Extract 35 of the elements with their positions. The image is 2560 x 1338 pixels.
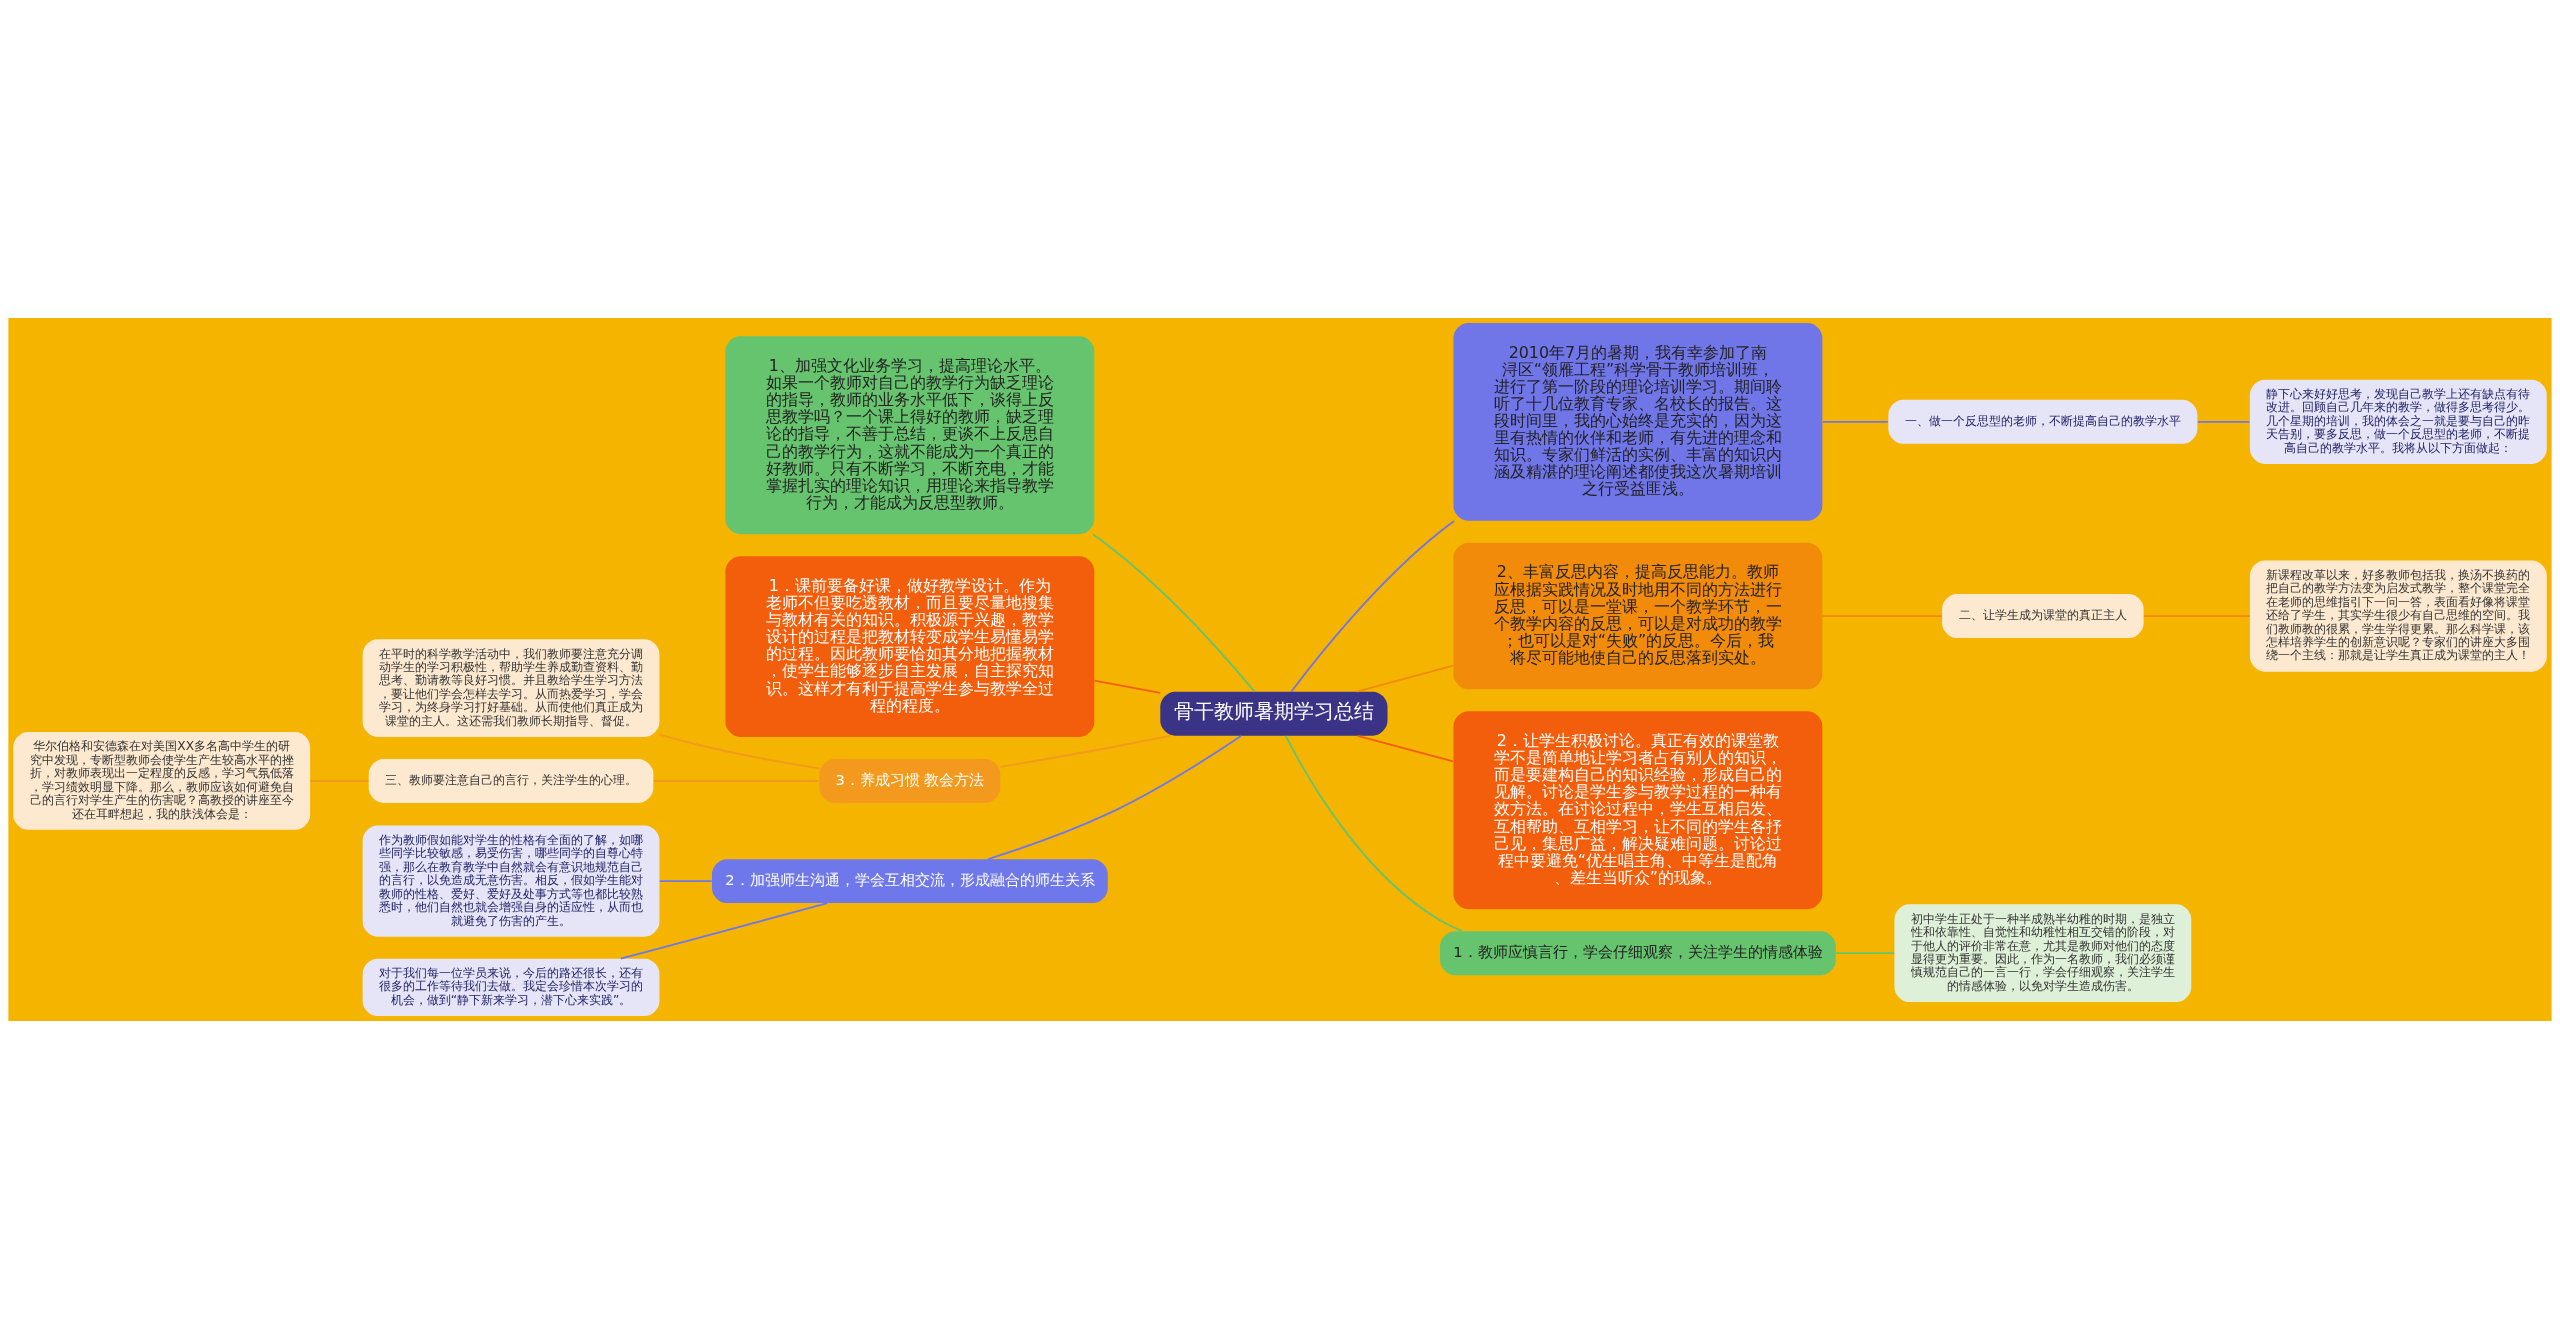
node-box: 静下心来好好思考，发现自己教学上还有缺点有待改进。回顾自己几年来的教学，做得多思考得少。几个星期的培训，我的体会之一就是要与自己的昨天告别，要多反思，做一个反思型的老师，不断提高自己的教学水平。我将从以下方面做起：	[2249, 379, 2547, 464]
node-box: 2．加强师生沟通，学会互相交流，形成融合的师生关系	[712, 858, 1108, 903]
connector	[1835, 951, 1896, 954]
connector	[1821, 614, 1943, 617]
node-box: 三、教师要注意自己的言行，关注学生的心理。	[368, 758, 654, 803]
node-box: 华尔伯格和安德森在对美国XX多名高中学生的研究中发现，专断型教师会使学生产生较高水平的挫折，对教师表现出一定程度的反感，学习气氛低落，学习绩效明显下降。那么，教师应该如何避免自己的言行对学生产生的伤害呢？高教授的讲座至今还在耳畔想起，我的肤浅体会是：	[13, 731, 311, 830]
connector	[987, 734, 1242, 860]
node-box: 3．养成习惯 教会方法	[819, 758, 1001, 803]
connector	[1284, 734, 1463, 932]
node-box: 初中学生正处于一种半成熟半幼稚的时期，是独立性和依靠性、自觉性和幼稚性相互交错的阶段，对于他人的评价非常在意，尤其是教师对他们的态度显得更为重要。因此，作为一名教师，我们必须谨慎规范自己的一言一行，学会仔细观察，关注学生的情感体验，以免对学生造成伤害。	[1894, 903, 2192, 1002]
node-box: 作为教师假如能对学生的性格有全面的了解，如哪些同学比较敏感，易受伤害，哪些同学的自尊心特强，那么在教育教学中自然就会有意识地规范自己的言行，以免造成无意伤害。相反，假如学生能对教师的性格、爱好、爱好及处事方式等也都比较熟悉时，他们自然也就会增强自身的适应性，从而也就避免了伤害的产生。	[362, 825, 660, 937]
node-box: 新课程改革以来，好多教师包括我，换汤不换药的把自己的教学方法变为启发式教学，整个课堂完全在老师的思维指引下一问一答，表面看好像将课堂还给了学生，其实学生很少有自己思维的空间。我们教师教的很累，学生学得更累。那么科学课，该怎样培养学生的创新意识呢？专家们的讲座大多围绕一个主线：那就是让学生真正成为课堂的主人！	[2249, 560, 2547, 672]
connector	[1092, 532, 1256, 692]
connector	[1355, 664, 1455, 693]
node-box: 2．让学生积极讨论。真正有效的课堂教学不是简单地让学习者占有别人的知识，而是要建构自己的知识经验，形成自己的见解。讨论是学生参与教学过程的一种有效方法。在讨论过程中，学生互相启发、互相帮助、互相学习，让不同的学生各抒己见，集思广益，解决疑难问题。讨论过程中要避免“优生唱主角、中等生是配角、差生当听众”的现象。	[1453, 710, 1823, 909]
connector	[619, 901, 829, 960]
connector	[658, 879, 713, 882]
connector	[999, 734, 1171, 768]
node-box: 对于我们每一位学员来说，今后的路还很长，还有很多的工作等待我们去做。我定会珍惜本次学习的机会，做到“静下新来学习，潜下心来实践”。	[362, 958, 660, 1016]
connector	[1093, 679, 1162, 694]
node-box: 二、让学生成为课堂的真正主人	[1942, 593, 2144, 638]
connector	[1821, 420, 1889, 423]
node-box: 1、加强文化业务学习，提高理论水平。如果一个教师对自己的教学行为缺乏理论的指导，教师的业务水平低下，谈得上反思教学吗？一个课上得好的教师，缺乏理论的指导，不善于总结，更谈不上反思自己的教学行为，这就不能成为一个真正的好教师。只有不断学习，不断充电，才能掌握扎实的理论知识，用理论来指导教学行为，才能成为反思型教师。	[725, 335, 1095, 534]
node-box: 1．教师应慎言行，学会仔细观察，关注学生的情感体验	[1440, 930, 1836, 975]
connector	[658, 733, 820, 769]
connector	[1356, 734, 1455, 762]
connector	[2142, 614, 2251, 617]
connector	[2196, 420, 2251, 423]
node-box: 1．课前要备好课，做好教学设计。作为老师不但要吃透教材，而且要尽量地搜集与教材有关的知识。积极源于兴趣，教学设计的过程是把教材转变成学生易懂易学的过程。因此教师要恰如其分地把握教材，使学生能够逐步自主发展，自主探究知识。这样才有利于提高学生参与教学全过程的程度。	[725, 555, 1095, 737]
connector	[1290, 519, 1456, 692]
node-box: 骨干教师暑期学习总结	[1160, 691, 1388, 736]
node-box: 2、丰富反思内容，提高反思能力。教师应根据实践情况及时地用不同的方法进行反思，可以是一堂课，一个教学环节，一个教学内容的反思，可以是对成功的教学；也可以是对“失败”的反思。今后，我将尽可能地使自己的反思落到实处。	[1453, 542, 1823, 689]
node-box: 2010年7月的暑期，我有幸参加了南浔区“领雁工程”科学骨干教师培训班，进行了第一阶段的理论培训学习。期间聆听了十几位教育专家、名校长的报告。这段时间里，我的心始终是充实的，因为这里有热情的伙伴和老师，有先进的理念和知识。专家们鲜活的实例、丰富的知识内涵及精湛的理论阐述都使我这次暑期培训之行受益匪浅。	[1453, 322, 1823, 521]
node-box: 一、做一个反思型的老师，不断提高自己的教学水平	[1888, 399, 2198, 444]
node-box: 在平时的科学教学活动中，我们教师要注意充分调动学生的学习积极性，帮助学生养成勤查资料、勤思考、勤请教等良好习惯。并且教给学生学习方法，要让他们学会怎样去学习。从而热爱学习，学会学习，为终身学习打好基础。从而使他们真正成为课堂的主人。这还需我们教师长期指导、督促。	[362, 638, 660, 737]
